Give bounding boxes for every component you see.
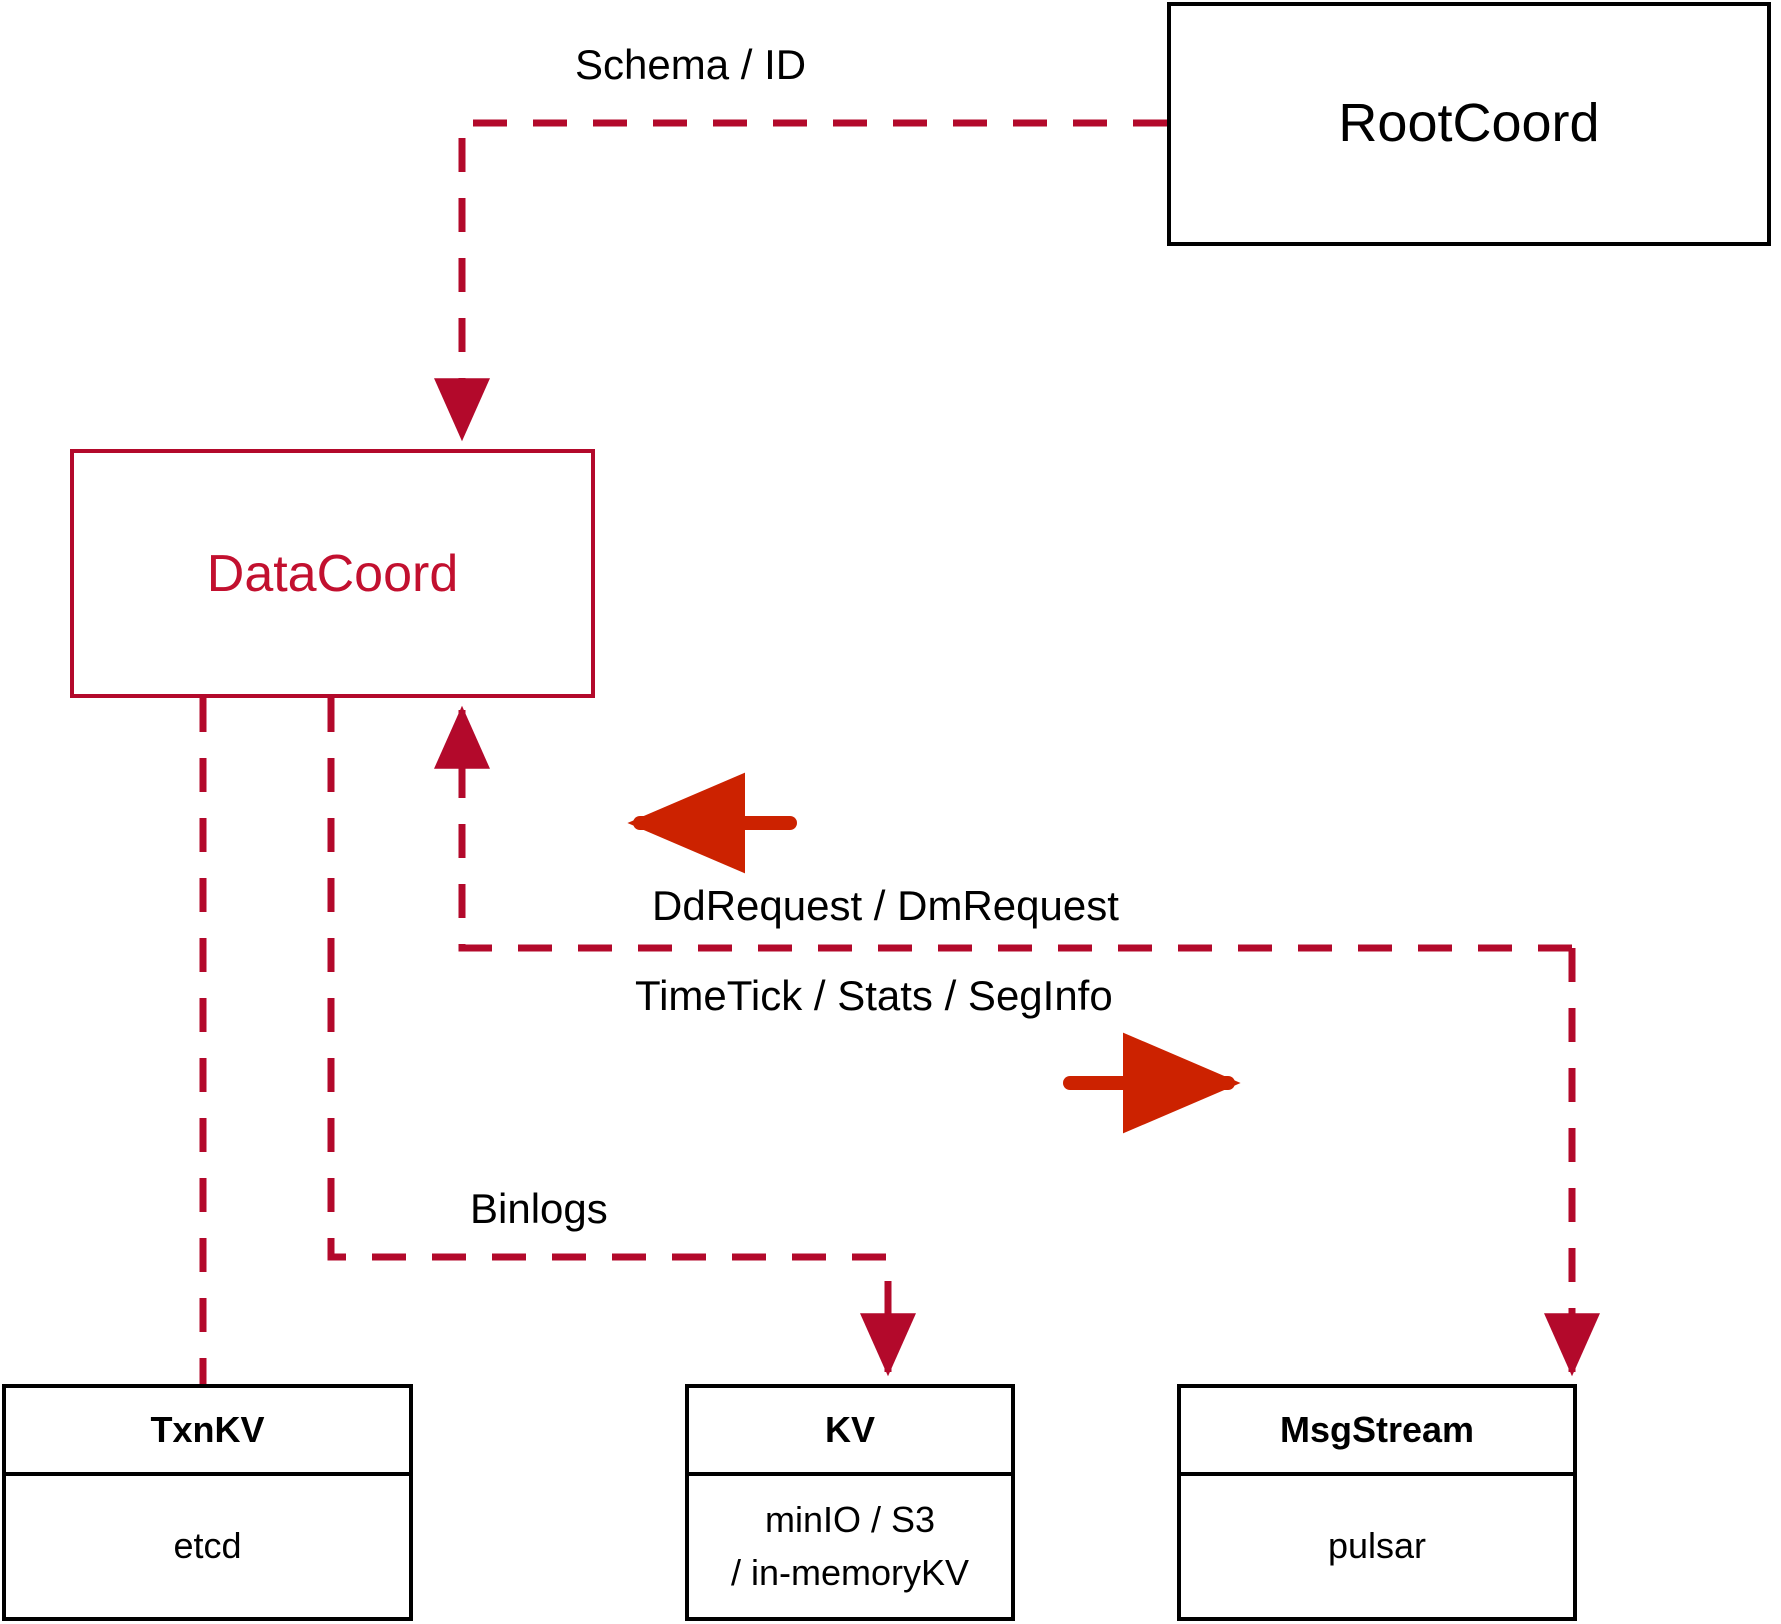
node-txnkv-detail: etcd — [6, 1476, 409, 1617]
node-txnkv-label: TxnKV — [6, 1388, 409, 1476]
edge-label-schema-id: Schema / ID — [575, 41, 807, 88]
edge-label-dd-dm-request: DdRequest / DmRequest — [652, 882, 1119, 929]
node-msgstream-label: MsgStream — [1181, 1388, 1573, 1476]
edge-datacoord-to-kv — [327, 698, 916, 1377]
node-kv-detail-line: / in-memoryKV — [730, 1551, 970, 1593]
node-kv-detail-line: minIO / S3 — [764, 1499, 936, 1541]
node-txnkv-detail-line: etcd — [173, 1525, 242, 1567]
node-datacoord[interactable]: DataCoord — [70, 449, 595, 698]
node-kv-detail: minIO / S3 / in-memoryKV — [689, 1476, 1011, 1617]
node-rootcoord-label: RootCoord — [1338, 93, 1600, 154]
edge-msgstream-to-datacoord — [434, 705, 1572, 952]
node-msgstream-detail-line: pulsar — [1327, 1525, 1427, 1567]
edge-label-timetick-stats-seginfo: TimeTick / Stats / SegInfo — [635, 972, 1113, 1019]
node-msgstream-detail: pulsar — [1181, 1476, 1573, 1617]
edge-rootcoord-to-datacoord — [434, 119, 1167, 442]
node-rootcoord[interactable]: RootCoord — [1167, 2, 1771, 246]
node-kv[interactable]: KV minIO / S3 / in-memoryKV — [685, 1384, 1015, 1621]
node-msgstream[interactable]: MsgStream pulsar — [1177, 1384, 1577, 1621]
node-txnkv[interactable]: TxnKV etcd — [2, 1384, 413, 1621]
node-kv-label: KV — [689, 1388, 1011, 1476]
node-datacoord-label: DataCoord — [206, 544, 459, 603]
edge-label-binlogs: Binlogs — [470, 1185, 608, 1232]
